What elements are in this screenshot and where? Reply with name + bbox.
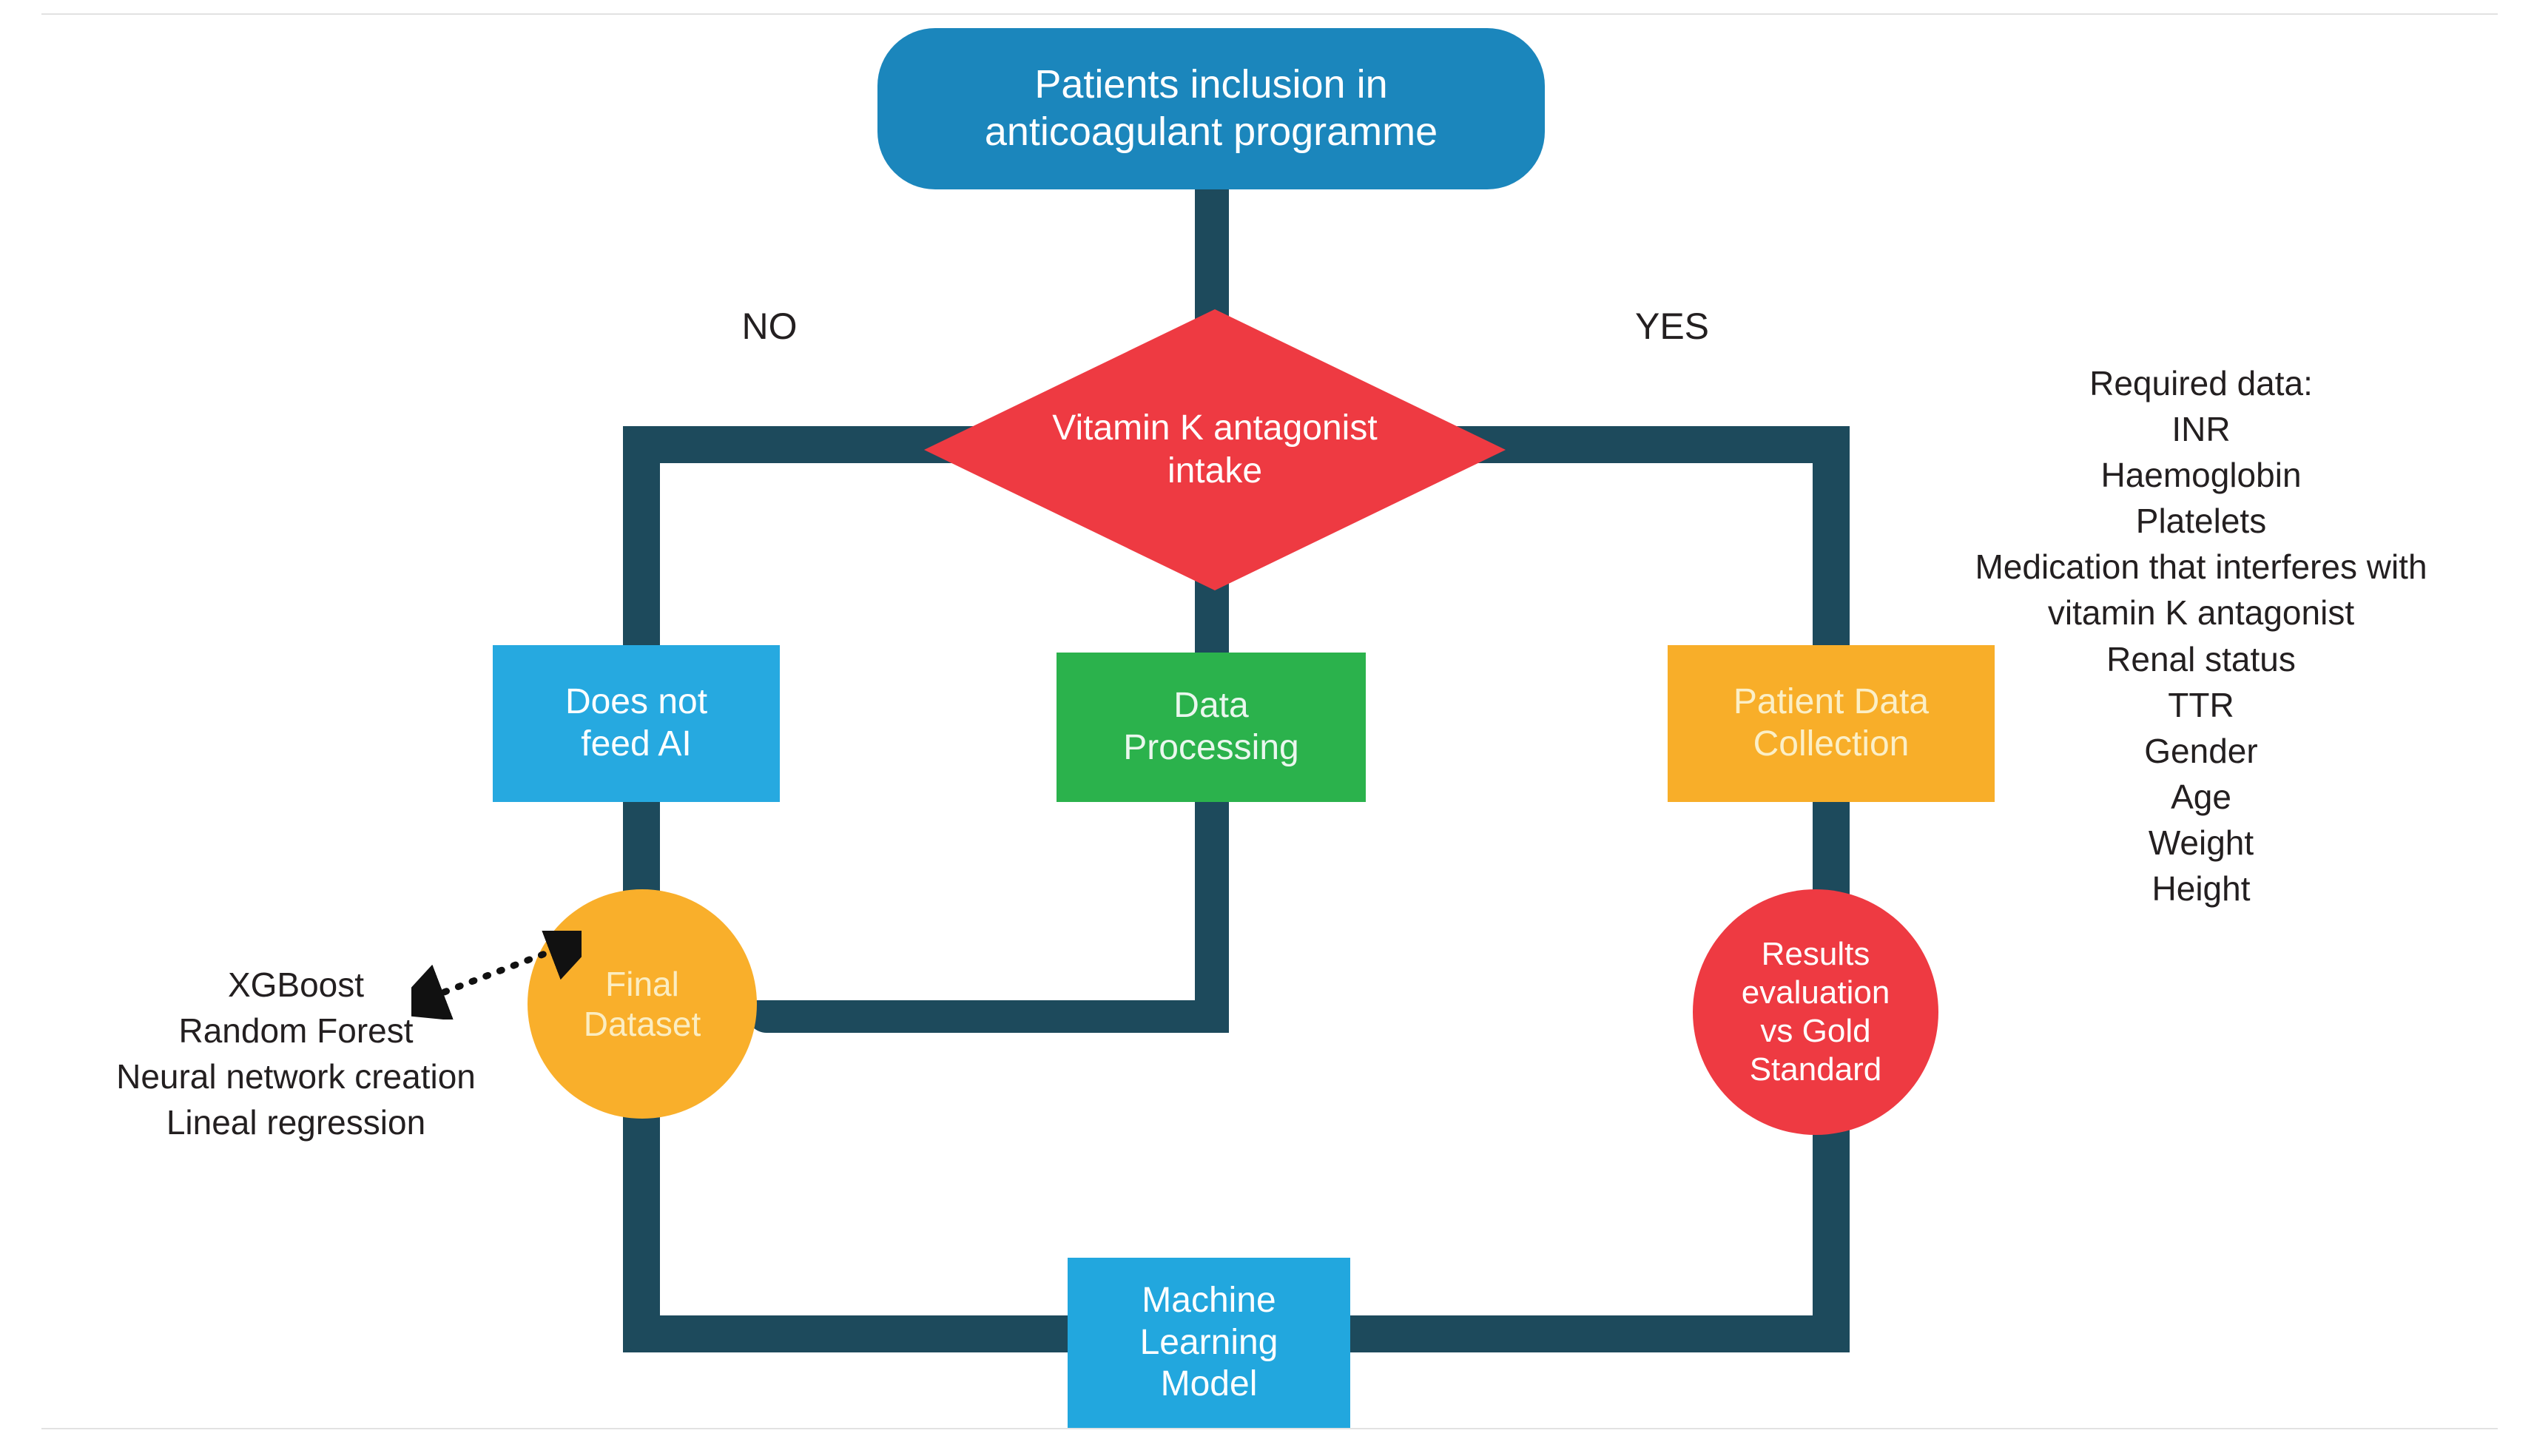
algorithms-list: XGBoost Random Forest Neural network cre… xyxy=(116,965,476,1142)
node-data-processing[interactable]: Data Processing xyxy=(1057,653,1366,802)
connector-to-final-dataset xyxy=(747,1000,1229,1033)
node-vitamin-k-decision[interactable]: Vitamin K antagonist intake xyxy=(924,309,1506,590)
connector-decision-yes-horizontal xyxy=(1428,426,1850,463)
node-patient-data-collection[interactable]: Patient Data Collection xyxy=(1668,645,1995,802)
node-does-not-feed-ai[interactable]: Does not feed AI xyxy=(493,645,780,802)
decision-label: Vitamin K antagonist intake xyxy=(1052,408,1378,491)
slide-top-rule xyxy=(41,13,2498,15)
required-data-list: Required data: INR Haemoglobin Platelets… xyxy=(1975,364,2427,909)
node-machine-learning-model[interactable]: Machine Learning Model xyxy=(1068,1258,1350,1428)
slide-bottom-rule xyxy=(41,1428,2498,1429)
node-final-dataset[interactable]: Final Dataset xyxy=(528,889,757,1119)
branch-label-no: NO xyxy=(741,306,798,347)
branch-label-yes: YES xyxy=(1634,306,1710,347)
connector-data-processing-down xyxy=(1195,798,1229,1033)
node-results-evaluation[interactable]: Results evaluation vs Gold Standard xyxy=(1693,889,1938,1135)
node-patients-inclusion[interactable]: Patients inclusion in anticoagulant prog… xyxy=(877,28,1545,189)
